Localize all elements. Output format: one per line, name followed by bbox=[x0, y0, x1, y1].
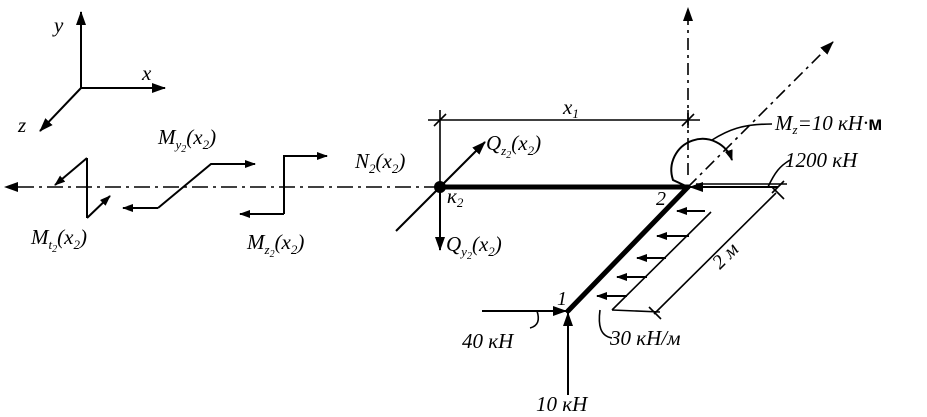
svg-text:2 м: 2 м bbox=[708, 238, 743, 273]
label-node-2: 2 bbox=[656, 188, 666, 210]
dimension-2m: 2 м bbox=[611, 183, 787, 320]
dimension-x1: x1 bbox=[428, 95, 700, 187]
coordinate-axes: y x z bbox=[17, 11, 166, 137]
rod-inclined bbox=[565, 184, 691, 314]
svg-text:x1: x1 bbox=[562, 95, 579, 121]
mz2-symbol bbox=[239, 152, 328, 218]
my2-symbol bbox=[122, 160, 256, 212]
mt2-symbol bbox=[54, 157, 111, 219]
label-qz2: Qz2(x2) bbox=[486, 131, 541, 161]
moment-mz-symbol bbox=[670, 137, 733, 188]
label-k2: к2 bbox=[447, 184, 464, 210]
label-qy2: Qy2(x2) bbox=[446, 232, 502, 262]
node2-inclined-axis bbox=[687, 41, 834, 188]
label-mz2: Mz2(x2) bbox=[246, 230, 304, 260]
label-force-10: 10 кН bbox=[536, 392, 589, 416]
label-node-1: 1 bbox=[557, 288, 567, 310]
force-40-leader bbox=[529, 310, 540, 329]
z-axis-label: z bbox=[17, 113, 26, 137]
z-axis-arrow bbox=[39, 87, 82, 132]
force-1200-tick bbox=[771, 180, 785, 194]
label-my2: My2(x2) bbox=[157, 125, 216, 155]
label-force-40: 40 кН bbox=[462, 329, 515, 353]
distributed-load bbox=[596, 207, 712, 311]
label-moment-mz: Mz=10 кН·м bbox=[774, 111, 882, 137]
moment-leader bbox=[711, 123, 773, 141]
label-distributed: 30 кН/м bbox=[609, 326, 680, 350]
label-force-1200: 1200 кН bbox=[785, 148, 859, 172]
x-axis-label: x bbox=[141, 61, 152, 85]
distributed-leader bbox=[598, 309, 613, 339]
qz2-arrow bbox=[395, 141, 486, 232]
label-mt2: Mt2(x2) bbox=[30, 225, 87, 255]
label-n2: N2(x2) bbox=[354, 149, 405, 176]
y-axis-label: y bbox=[52, 13, 64, 37]
